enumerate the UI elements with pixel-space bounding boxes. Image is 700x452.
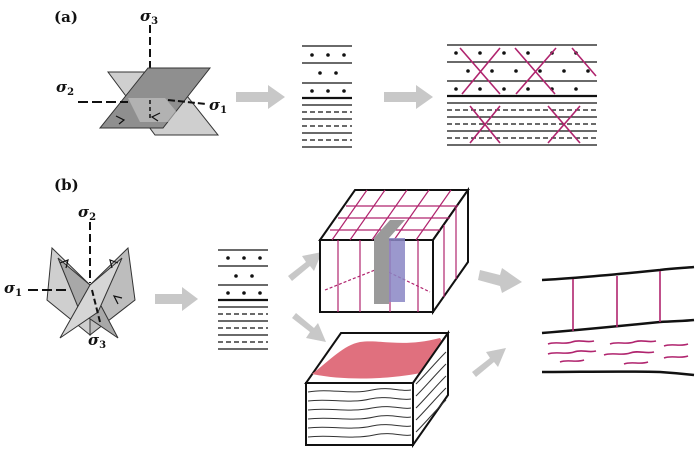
panel-a-label: (a) xyxy=(54,8,78,26)
panel-b-conjugate-planes xyxy=(28,222,136,339)
panel-a-conjugate-planes xyxy=(78,25,220,136)
panel-a-stratigraphic-column xyxy=(302,45,352,148)
panel-a-column-dots xyxy=(310,53,346,93)
panel-a-sigma3-label: σ3 xyxy=(140,7,158,27)
panel-b-arrow-right-down xyxy=(472,348,506,377)
panel-b-fracture-block xyxy=(318,186,470,316)
panel-b-arrow-right-up xyxy=(478,268,522,293)
panel-a-layer-dots xyxy=(454,51,590,91)
panel-b-arrow-up xyxy=(288,252,322,281)
panel-a-conjugate-fractures xyxy=(459,47,597,144)
panel-a-arrow-2 xyxy=(384,85,433,109)
panel-a-sigma2-label: σ2 xyxy=(56,78,74,98)
panel-b-sigma3-label: σ3 xyxy=(88,331,106,351)
panel-b-outcrop xyxy=(541,265,695,377)
panel-b-label: (b) xyxy=(54,176,79,194)
panel-a-arrow-1 xyxy=(236,85,285,109)
panel-b-sigma2-label: σ2 xyxy=(78,203,96,223)
panel-a-fractured-layers xyxy=(447,44,597,146)
panel-b-sigma1-label: σ1 xyxy=(4,279,22,299)
panel-b-arrow-down xyxy=(292,313,326,342)
panel-b-column-dots xyxy=(226,256,262,295)
panel-b-bedding-block xyxy=(304,329,450,449)
panel-b-arrow-1 xyxy=(155,287,198,311)
panel-a-sigma1-label: σ1 xyxy=(209,96,227,116)
panel-b-stratigraphic-column xyxy=(218,249,268,350)
